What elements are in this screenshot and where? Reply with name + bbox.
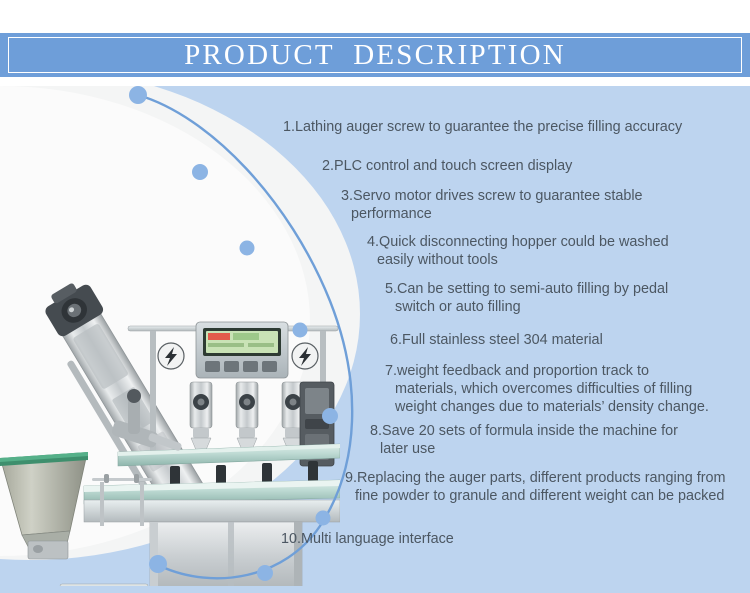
- feature-item-3: 3.Servo motor drives screw to guarantee …: [341, 187, 685, 223]
- feature-item-2: 2.PLC control and touch screen display: [322, 157, 742, 175]
- feature-item-5: 5.Can be setting to semi-auto filling by…: [385, 280, 697, 316]
- feature-list: 1.Lathing auger screw to guarantee the p…: [0, 86, 750, 593]
- feature-item-7: 7.weight feedback and proportion track t…: [385, 362, 715, 416]
- arc-node-5: [322, 408, 338, 424]
- feature-text-7: 7.weight feedback and proportion track t…: [385, 363, 709, 415]
- content-area: 1.Lathing auger screw to guarantee the p…: [0, 86, 750, 593]
- feature-text-4: 4.Quick disconnecting hopper could be wa…: [367, 234, 669, 268]
- arc-node-7: [257, 565, 273, 581]
- arc-node-3: [239, 240, 255, 256]
- machine-photo: [0, 283, 340, 586]
- feature-text-1: 1.Lathing auger screw to guarantee the p…: [283, 119, 683, 135]
- adjust-arm: [111, 389, 182, 451]
- filling-heads: [189, 381, 305, 451]
- feature-item-6: 6.Full stainless steel 304 material: [390, 331, 720, 349]
- arc-node-8: [149, 555, 167, 573]
- feature-item-9: 9.Replacing the auger parts, different p…: [345, 469, 735, 505]
- conveyor-guide-rails: [92, 474, 152, 526]
- feature-text-9: 9.Replacing the auger parts, different p…: [345, 470, 726, 504]
- feature-item-8: 8.Save 20 sets of formula inside the mac…: [370, 422, 705, 458]
- arc-node-4: [292, 322, 308, 338]
- feature-text-3: 3.Servo motor drives screw to guarantee …: [341, 188, 643, 222]
- feature-text-6: 6.Full stainless steel 304 material: [390, 332, 603, 348]
- header-banner: PRODUCT DESCRIPTION: [0, 33, 750, 77]
- feed-hopper: [0, 452, 88, 560]
- arc-node-2: [192, 164, 208, 180]
- page-title: PRODUCT DESCRIPTION: [184, 39, 566, 71]
- machine-frame: [83, 321, 340, 586]
- feature-text-10: 10.Multi language interface: [281, 531, 454, 547]
- decorative-arc: [129, 86, 354, 581]
- feature-item-10: 10.Multi language interface: [281, 530, 601, 548]
- feature-text-5: 5.Can be setting to semi-auto filling by…: [385, 281, 669, 315]
- arc-node-1: [129, 86, 147, 104]
- header-inner-border: [8, 37, 742, 73]
- arc-node-6: [315, 510, 331, 526]
- feature-text-2: 2.PLC control and touch screen display: [322, 158, 573, 174]
- feature-item-1: 1.Lathing auger screw to guarantee the p…: [283, 118, 738, 136]
- feature-text-8: 8.Save 20 sets of formula inside the mac…: [370, 423, 678, 457]
- feature-item-4: 4.Quick disconnecting hopper could be wa…: [367, 233, 687, 269]
- support-table-left: [59, 583, 149, 586]
